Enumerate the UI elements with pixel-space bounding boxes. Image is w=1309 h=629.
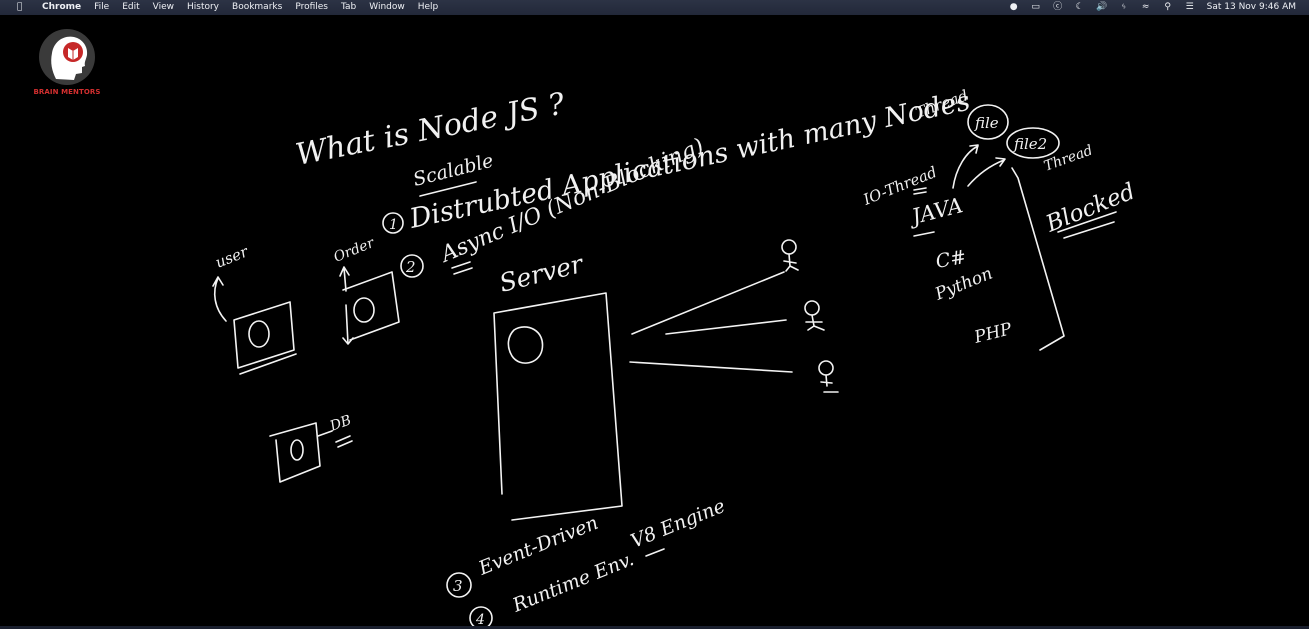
volume-icon[interactable]: 🔊 <box>1096 2 1108 12</box>
user-node-box <box>233 301 297 375</box>
php-label: PHP <box>971 319 1014 348</box>
menu-bookmarks[interactable]: Bookmarks <box>232 2 283 12</box>
point-1-number: 1 <box>389 217 398 233</box>
blocked-underline <box>1057 211 1117 239</box>
screen-record-icon[interactable]: ● <box>1009 2 1018 12</box>
file-circle <box>967 104 1009 140</box>
point-3-circle <box>446 572 472 598</box>
status-menus: ● ▭ ⓒ ☾ 🔊 ᛃ ≈ ⚲ ☰ Sat 13 Nov 9:46 AM <box>1003 0 1296 15</box>
server-box <box>493 292 623 521</box>
do-not-disturb-moon-icon[interactable]: ☾ <box>1075 2 1084 12</box>
screen-bottom-edge <box>0 626 1309 629</box>
point-3-number: 3 <box>453 577 463 595</box>
brain-mentors-logo: BRAIN MENTORS <box>30 27 104 99</box>
menu-edit[interactable]: Edit <box>122 2 140 12</box>
menu-help[interactable]: Help <box>417 2 439 12</box>
point-1-circle <box>382 212 404 234</box>
order-node-box <box>342 271 400 345</box>
menu-app-chrome[interactable]: Chrome <box>42 2 82 12</box>
arrow-to-file2 <box>967 157 1006 187</box>
grammarly-icon[interactable]: ⓒ <box>1053 2 1063 12</box>
app-menus: Chrome File Edit View History Bookmarks … <box>42 0 444 15</box>
io-thread-equals <box>913 187 927 195</box>
arrow-to-file <box>952 144 979 189</box>
menu-file[interactable]: File <box>94 2 110 12</box>
user-label: user <box>213 242 251 272</box>
thread-right-label: Thread <box>1042 142 1095 174</box>
db-node-box <box>269 422 321 483</box>
db-node-circle <box>290 439 304 461</box>
java-label: JAVA <box>906 193 966 230</box>
menu-view[interactable]: View <box>152 2 174 12</box>
bluetooth-icon[interactable]: ᛃ <box>1120 2 1127 12</box>
scalable-text: Scalable <box>411 150 496 191</box>
file-label: file <box>974 114 999 132</box>
brand-name: BRAIN MENTORS <box>33 88 101 96</box>
db-label: DB <box>327 412 354 435</box>
file2-circle <box>1006 127 1060 159</box>
db-underline <box>335 435 353 448</box>
spotlight-search-icon[interactable]: ⚲ <box>1164 2 1171 12</box>
scalable-underline <box>419 181 477 197</box>
order-node-circle <box>353 297 375 323</box>
async-underline <box>451 261 473 275</box>
wifi-icon[interactable]: ≈ <box>1141 2 1150 12</box>
file2-label: file2 <box>1013 135 1047 153</box>
client-line-3 <box>629 361 793 373</box>
v8-engine-text: V8 Engine <box>628 495 729 553</box>
server-label: Server <box>496 249 587 298</box>
client-line-2 <box>665 319 787 335</box>
macos-menu-bar:  Chrome File Edit View History Bookmark… <box>0 0 1309 15</box>
order-label: Order <box>332 235 378 266</box>
menu-bar-clock[interactable]: Sat 13 Nov 9:46 AM <box>1206 2 1296 12</box>
display-mirror-icon[interactable]: ▭ <box>1031 2 1040 12</box>
whiteboard-canvas: What is Node JS ? Scalable 1 Distrubted … <box>212 86 1139 629</box>
client-figure-1 <box>781 239 799 272</box>
title-text: What is Node JS ? <box>293 86 569 173</box>
apple-menu-icon[interactable]:  <box>17 0 22 15</box>
menu-tab[interactable]: Tab <box>341 2 357 12</box>
client-figure-3 <box>818 360 839 393</box>
languages-bracket <box>1011 167 1065 351</box>
user-node-circle <box>248 320 270 348</box>
csharp-label: C# <box>934 246 968 273</box>
java-underline <box>913 231 935 237</box>
client-line-1 <box>631 271 785 335</box>
client-figure-2 <box>804 300 825 331</box>
v8-underline <box>645 548 665 557</box>
menu-history[interactable]: History <box>186 2 220 12</box>
order-arrow <box>339 266 350 292</box>
menu-profiles[interactable]: Profiles <box>295 2 328 12</box>
point-2-circle <box>400 254 424 278</box>
server-node-circle <box>507 326 544 364</box>
user-arrow <box>212 276 227 322</box>
menu-window[interactable]: Window <box>369 2 405 12</box>
db-link <box>317 430 333 437</box>
control-center-icon[interactable]: ☰ <box>1185 2 1194 12</box>
point-2-number: 2 <box>405 258 416 276</box>
brain-mentors-head-icon <box>39 29 95 85</box>
point-4-circle <box>469 606 493 629</box>
point-4-number: 4 <box>475 612 485 628</box>
